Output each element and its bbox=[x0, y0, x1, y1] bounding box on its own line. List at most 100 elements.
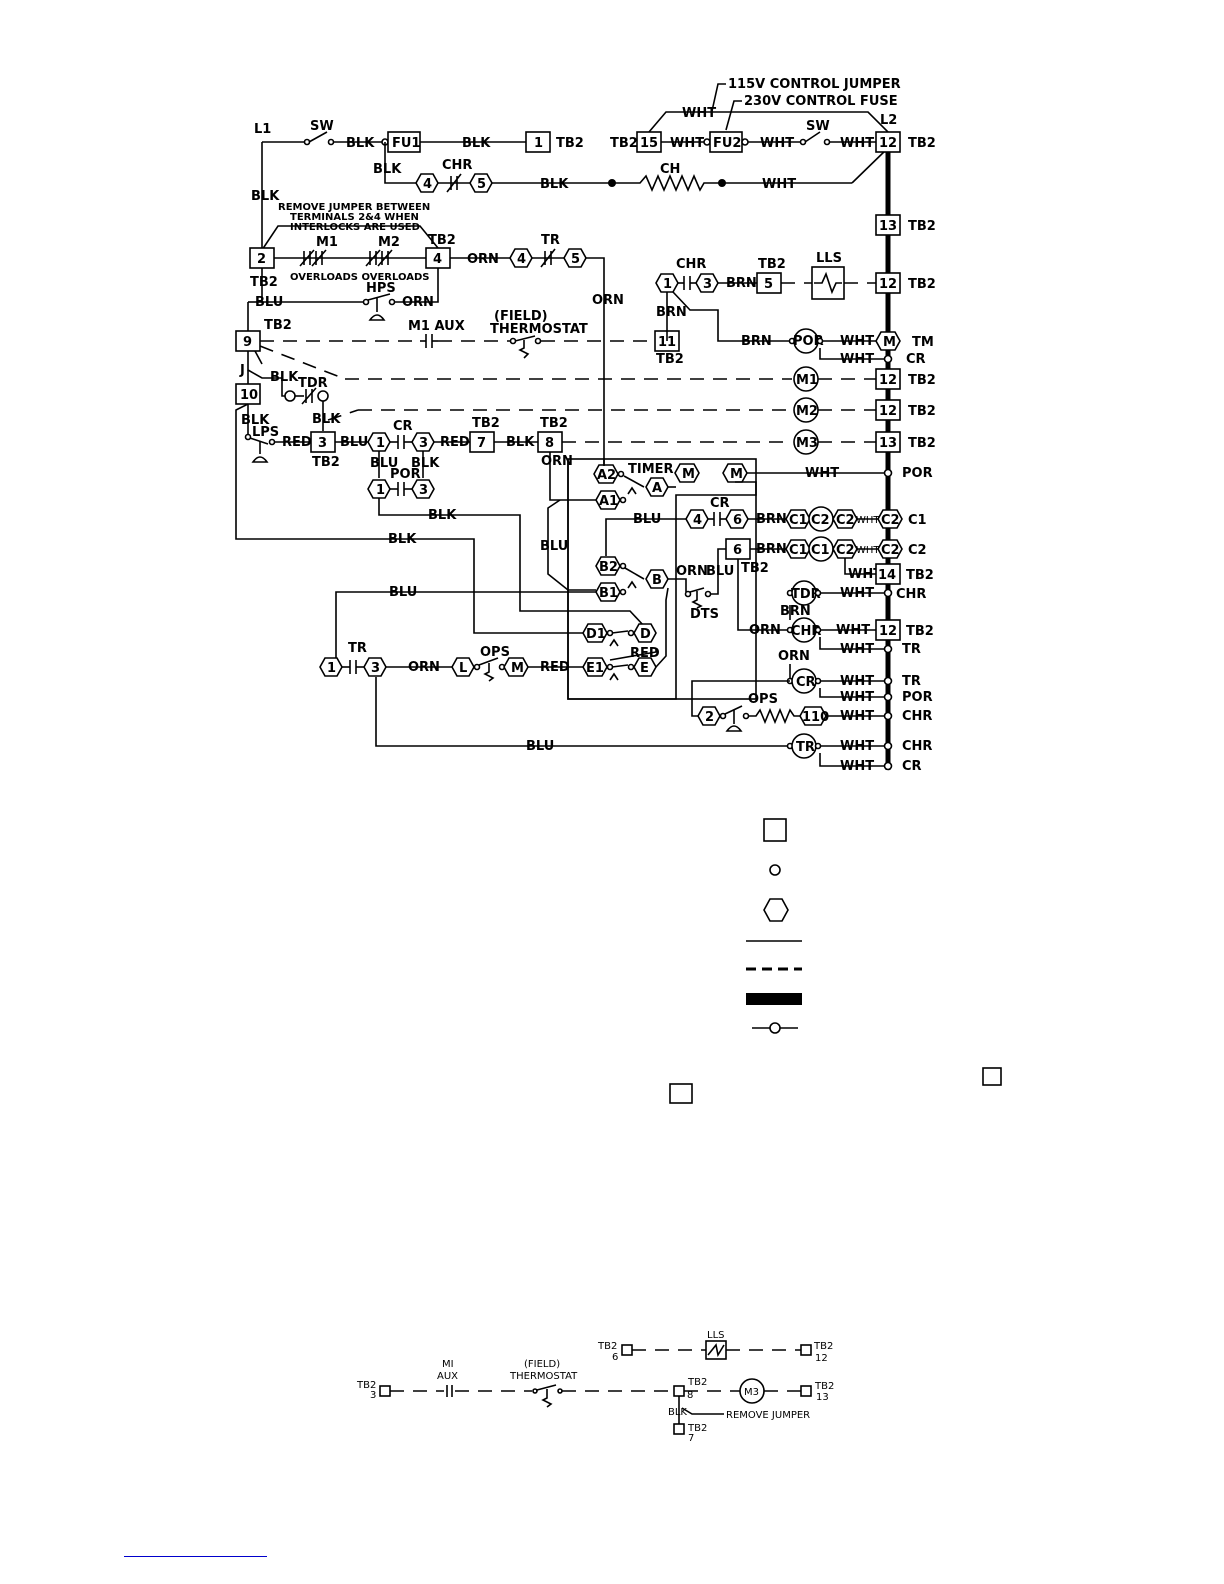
tb2-9-label: TB2 bbox=[264, 318, 292, 333]
brn-label-por: BRN bbox=[741, 334, 772, 349]
chr-label-2: CHR bbox=[676, 257, 706, 272]
orn-label-cr: ORN bbox=[778, 649, 810, 664]
ops1-contact-a bbox=[473, 663, 481, 671]
orn-label-5: ORN bbox=[592, 293, 624, 308]
dash-9-m1 bbox=[259, 345, 346, 380]
tr-coil-term2 bbox=[814, 742, 822, 750]
lps-contact-a bbox=[244, 433, 252, 441]
brn-label-11: BRN bbox=[656, 305, 687, 320]
wht-label-cr: WHT bbox=[840, 352, 874, 367]
bot-tb2-7-label: TB2 bbox=[687, 1423, 707, 1434]
bot-tb2-13-num: 13 bbox=[816, 1392, 829, 1403]
bot-tb2-7-box bbox=[673, 1423, 685, 1435]
bot-tb2-3-num: 3 bbox=[370, 1390, 376, 1401]
blk-label-d1: BLK bbox=[428, 508, 457, 523]
blu-label-b1: BLU bbox=[389, 585, 417, 600]
orn-label-tr: ORN bbox=[408, 660, 440, 675]
hex-4-cr2-num: 4 bbox=[693, 513, 702, 528]
legend-splice bbox=[769, 1022, 781, 1034]
hex-c2-bus-a bbox=[877, 509, 903, 529]
hex-a2-label: A2 bbox=[597, 468, 616, 483]
hps-diaphragm bbox=[368, 314, 386, 321]
tb2-12-m2-num: 12 bbox=[879, 404, 897, 419]
hex-a-label: A bbox=[652, 481, 662, 496]
tdr-coil-a bbox=[284, 390, 296, 402]
ops-heater bbox=[748, 707, 800, 725]
hex-e1-label: E1 bbox=[586, 661, 604, 676]
wht-label-tr-cr: WHT bbox=[840, 759, 874, 774]
hps-contact-b bbox=[388, 298, 396, 306]
blk-label-tdr: BLK bbox=[312, 412, 341, 427]
tb2-12-chr-num: 12 bbox=[879, 624, 897, 639]
chr-right-label-1: CHR bbox=[896, 587, 926, 602]
wire-5-orn bbox=[586, 257, 605, 466]
bot-blk-label: BLK bbox=[668, 1407, 687, 1418]
wire-9-tdr bbox=[247, 351, 282, 379]
timer-b-mark bbox=[627, 580, 637, 589]
hex-3-por-num: 3 bbox=[419, 483, 428, 498]
por-right-label: POR bbox=[902, 466, 933, 481]
bot-m3-label: M3 bbox=[744, 1387, 759, 1398]
bot-remove-leader bbox=[681, 1407, 724, 1415]
chr-right-label-2: CHR bbox=[902, 709, 932, 724]
wire-e-red2 bbox=[609, 648, 657, 661]
m1-coil-label: M1 bbox=[796, 373, 818, 388]
tb2-12-chr-label: TB2 bbox=[906, 624, 934, 639]
hex-c1-a-label: C1 bbox=[789, 513, 808, 528]
sw2-blade bbox=[804, 131, 821, 143]
tb2-12-chr-box bbox=[875, 619, 901, 641]
tr-nc-s bbox=[540, 248, 556, 268]
por-coil-term2 bbox=[816, 337, 824, 345]
tb2-11-label: TB2 bbox=[656, 352, 684, 367]
fu2-term-b bbox=[741, 138, 749, 146]
tb2-14-box bbox=[875, 563, 901, 585]
wht-label-tdr: WHT bbox=[840, 586, 874, 601]
chr-coil-label: CHR bbox=[791, 624, 821, 639]
hex-d bbox=[633, 623, 657, 643]
timer-a-blade bbox=[623, 475, 645, 488]
red-label-m: RED bbox=[540, 660, 570, 675]
blu-label-timer: BLU bbox=[540, 539, 568, 554]
bot-tb2-12-label: TB2 bbox=[813, 1341, 833, 1352]
blk-label-9: BLK bbox=[270, 370, 299, 385]
brn-label-chr-coil: BRN bbox=[780, 604, 811, 619]
wht-label-fu2: WHT bbox=[760, 136, 794, 151]
tb2-8-num: 8 bbox=[545, 436, 554, 451]
wht-label-15: WHT bbox=[670, 136, 704, 151]
wire-hps-4 bbox=[394, 268, 439, 303]
l2-label: L2 bbox=[880, 113, 897, 128]
tb2-2-label: TB2 bbox=[250, 275, 278, 290]
tb2-5-label: TB2 bbox=[758, 257, 786, 272]
blk-label-ch: BLK bbox=[540, 177, 569, 192]
lps-diaphragm bbox=[251, 456, 269, 463]
ops-label-1: OPS bbox=[480, 645, 510, 660]
tb2-12-lls-box bbox=[875, 272, 901, 294]
wire-por-cr bbox=[819, 348, 886, 360]
orn-label-dts: ORN bbox=[676, 564, 708, 579]
hex-1-tr-num: 1 bbox=[327, 661, 336, 676]
hex-3-por bbox=[411, 479, 435, 499]
m2-coil-label: M2 bbox=[796, 404, 818, 419]
wht-label-tr1: WHT bbox=[840, 642, 874, 657]
ops1-blade bbox=[478, 657, 499, 666]
tb2-4-label: TB2 bbox=[428, 233, 456, 248]
tm-label: TM bbox=[912, 335, 934, 350]
wht-label-jumper: WHT bbox=[682, 106, 716, 121]
footer-link-underline[interactable] bbox=[124, 1556, 267, 1557]
remove-jumper-3: INTERLOCKS ARE USED bbox=[290, 222, 420, 233]
tb2-13-upper-box bbox=[875, 214, 901, 236]
hex-m-timer2-label: M bbox=[730, 467, 743, 482]
tb2-12-top-num: 12 bbox=[879, 136, 897, 151]
hex-3-tr-num: 3 bbox=[371, 661, 380, 676]
tb2-12-top-label: TB2 bbox=[908, 136, 936, 151]
field-label: (FIELD) bbox=[494, 309, 548, 324]
hex-l-label: L bbox=[459, 661, 467, 676]
hex-e-label: E bbox=[640, 661, 649, 676]
tb2-8-label: TB2 bbox=[540, 416, 568, 431]
hex-110-num: 110 bbox=[802, 710, 829, 725]
tb2-15-label: TB2 bbox=[610, 136, 638, 151]
bot-tb2-3-label: TB2 bbox=[356, 1380, 376, 1391]
wire-jumper-wht bbox=[648, 111, 889, 133]
m1-ol-s1 bbox=[299, 249, 315, 267]
sw-label-2: SW bbox=[806, 119, 830, 134]
